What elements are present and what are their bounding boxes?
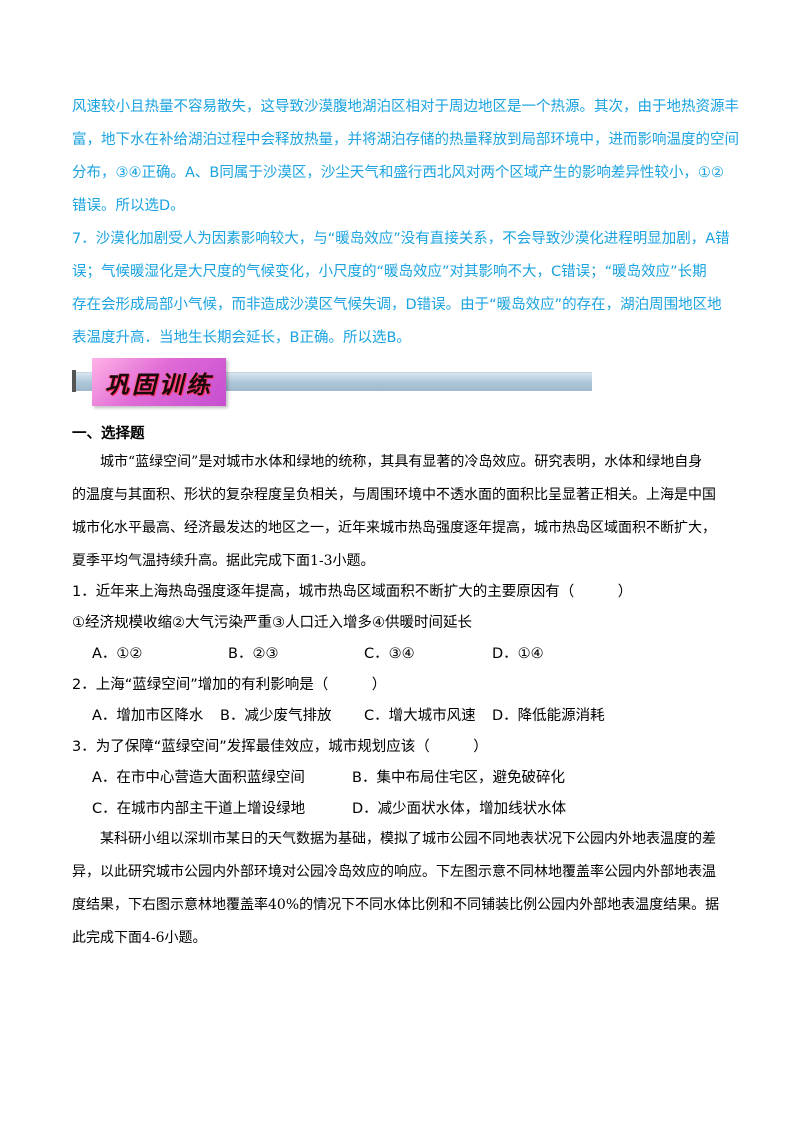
- banner-title: 巩固训练: [105, 369, 213, 399]
- question-2-stem: 2．上海“蓝绿空间”增加的有利影响是（ ）: [72, 677, 387, 693]
- q3-option-b: B．集中布局住宅区，避免破碎化: [352, 770, 565, 786]
- answer-line: 分布，③④正确。A、B同属于沙漠区，沙尘天气和盛行西北风对两个区域产生的影响差异…: [72, 165, 724, 181]
- passage-line: 某科研小组以深圳市某日的天气数据为基础，模拟了城市公园不同地表状况下公园内外地表…: [100, 831, 716, 847]
- answer-line: 错误。所以选D。: [72, 198, 185, 214]
- question-3-stem: 3．为了保障“蓝绿空间”发挥最佳效应，城市规划应该（ ）: [72, 739, 488, 755]
- section-heading: 一、选择题: [72, 426, 145, 442]
- passage-line: 的温度与其面积、形状的复杂程度呈负相关，与周围环境中不透水面的面积比呈显著正相关…: [72, 487, 716, 503]
- answer-line: 风速较小且热量不容易散失，这导致沙漠腹地湖泊区相对于周边地区是一个热源。其次，由…: [72, 99, 739, 115]
- passage-line: 此完成下面4-6小题。: [72, 930, 207, 946]
- passage-line: 异，以此研究城市公园内外部环境对公园冷岛效应的响应。下左图示意不同林地覆盖率公园…: [72, 864, 716, 880]
- passage-line: 夏季平均气温持续升高。据此完成下面1-3小题。: [72, 553, 375, 569]
- q2-option-a: A．增加市区降水: [92, 708, 204, 724]
- question-1-stem: 1．近年来上海热岛强度逐年提高，城市热岛区域面积不断扩大的主要原因有（ ）: [72, 584, 633, 600]
- q2-option-b: B．减少废气排放: [220, 708, 332, 724]
- answer-line: 误；气候暖湿化是大尺度的气候变化，小尺度的“暖岛效应”对其影响不大，C错误；“暖…: [72, 264, 707, 280]
- q2-option-c: C．增大城市风速: [364, 708, 476, 724]
- answer-line: 存在会形成局部小气候，而非造成沙漠区气候失调，D错误。由于“暖岛效应”的存在，湖…: [72, 297, 722, 313]
- q3-option-d: D．减少面状水体，增加线状水体: [352, 801, 567, 817]
- q1-option-b: B．②③: [228, 646, 279, 662]
- q1-option-a: A．①②: [92, 646, 143, 662]
- passage-line: 城市化水平最高、经济最发达的地区之一，近年来城市热岛强度逐年提高，城市热岛区域面…: [72, 520, 716, 536]
- passage-line: 度结果，下右图示意林地覆盖率40%的情况下不同水体比例和不同铺装比例公园内外部地…: [72, 897, 720, 913]
- answer-line: 7．沙漠化加剧受人为因素影响较大，与“暖岛效应”没有直接关系，不会导致沙漠化进程…: [72, 231, 730, 247]
- answer-line: 富，地下水在补给湖泊过程中会释放热量，并将湖泊存储的热量释放到局部环境中，进而影…: [72, 132, 739, 148]
- question-1-items: ①经济规模收缩②大气污染严重③人口迁入增多④供暖时间延长: [72, 615, 472, 631]
- passage-line: 城市“蓝绿空间”是对城市水体和绿地的统称，其具有显著的冷岛效应。研究表明，水体和…: [100, 454, 703, 470]
- banner-title-box: 巩固训练: [92, 358, 226, 406]
- q1-option-d: D．①④: [492, 646, 544, 662]
- q1-option-c: C．③④: [364, 646, 415, 662]
- q3-option-a: A．在市中心营造大面积蓝绿空间: [92, 770, 305, 786]
- section-banner: 巩固训练: [72, 358, 592, 406]
- answer-line: 表温度升高．当地生长期会延长，B正确。所以选B。: [72, 330, 411, 346]
- banner-left-mark: [72, 370, 76, 392]
- q2-option-d: D．降低能源消耗: [492, 708, 605, 724]
- q3-option-c: C．在城市内部主干道上增设绿地: [92, 801, 306, 817]
